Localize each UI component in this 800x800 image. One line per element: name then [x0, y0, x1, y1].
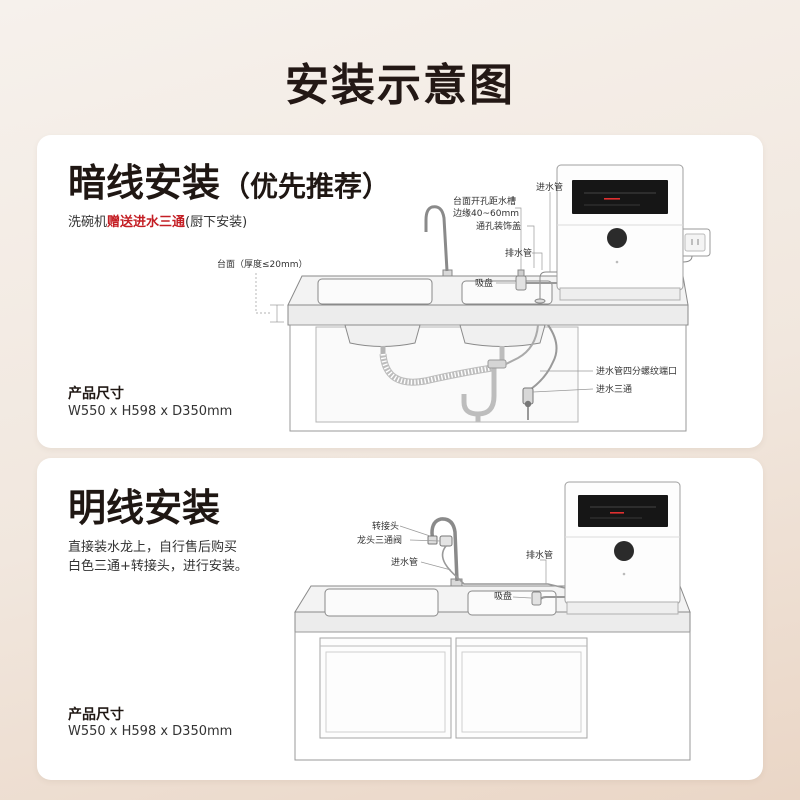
exposed-description-line-2: 白色三通+转接头，进行安装。: [68, 559, 248, 574]
concealed-title-text: 暗线安装: [68, 161, 221, 205]
concealed-description: 洗碗机赠送进水三通(厨下安装): [68, 213, 247, 232]
desc-prefix: 洗碗机: [68, 215, 108, 230]
exposed-install-title: 明线安装: [68, 486, 221, 530]
size-value: W550 x H598 x D350mm: [68, 404, 233, 419]
recommended-note: （优先推荐）: [222, 170, 391, 203]
desc-suffix: (厨下安装): [185, 215, 248, 230]
exposed-install-card: 明线安装 直接装水龙上，自行售后购买 白色三通+转接头，进行安装。 产品尺寸 W…: [37, 458, 763, 780]
concealed-install-card: 暗线安装（优先推荐） 洗碗机赠送进水三通(厨下安装) 产品尺寸 W550 x H…: [37, 135, 763, 448]
concealed-install-title: 暗线安装（优先推荐）: [68, 161, 391, 205]
size-value: W550 x H598 x D350mm: [68, 724, 233, 739]
page-title: 安装示意图: [285, 60, 515, 111]
size-label: 产品尺寸: [68, 707, 124, 723]
exposed-description-line-1: 直接装水龙上，自行售后购买: [68, 540, 238, 555]
desc-highlight: 赠送进水三通: [107, 215, 186, 230]
size-label: 产品尺寸: [68, 386, 124, 402]
